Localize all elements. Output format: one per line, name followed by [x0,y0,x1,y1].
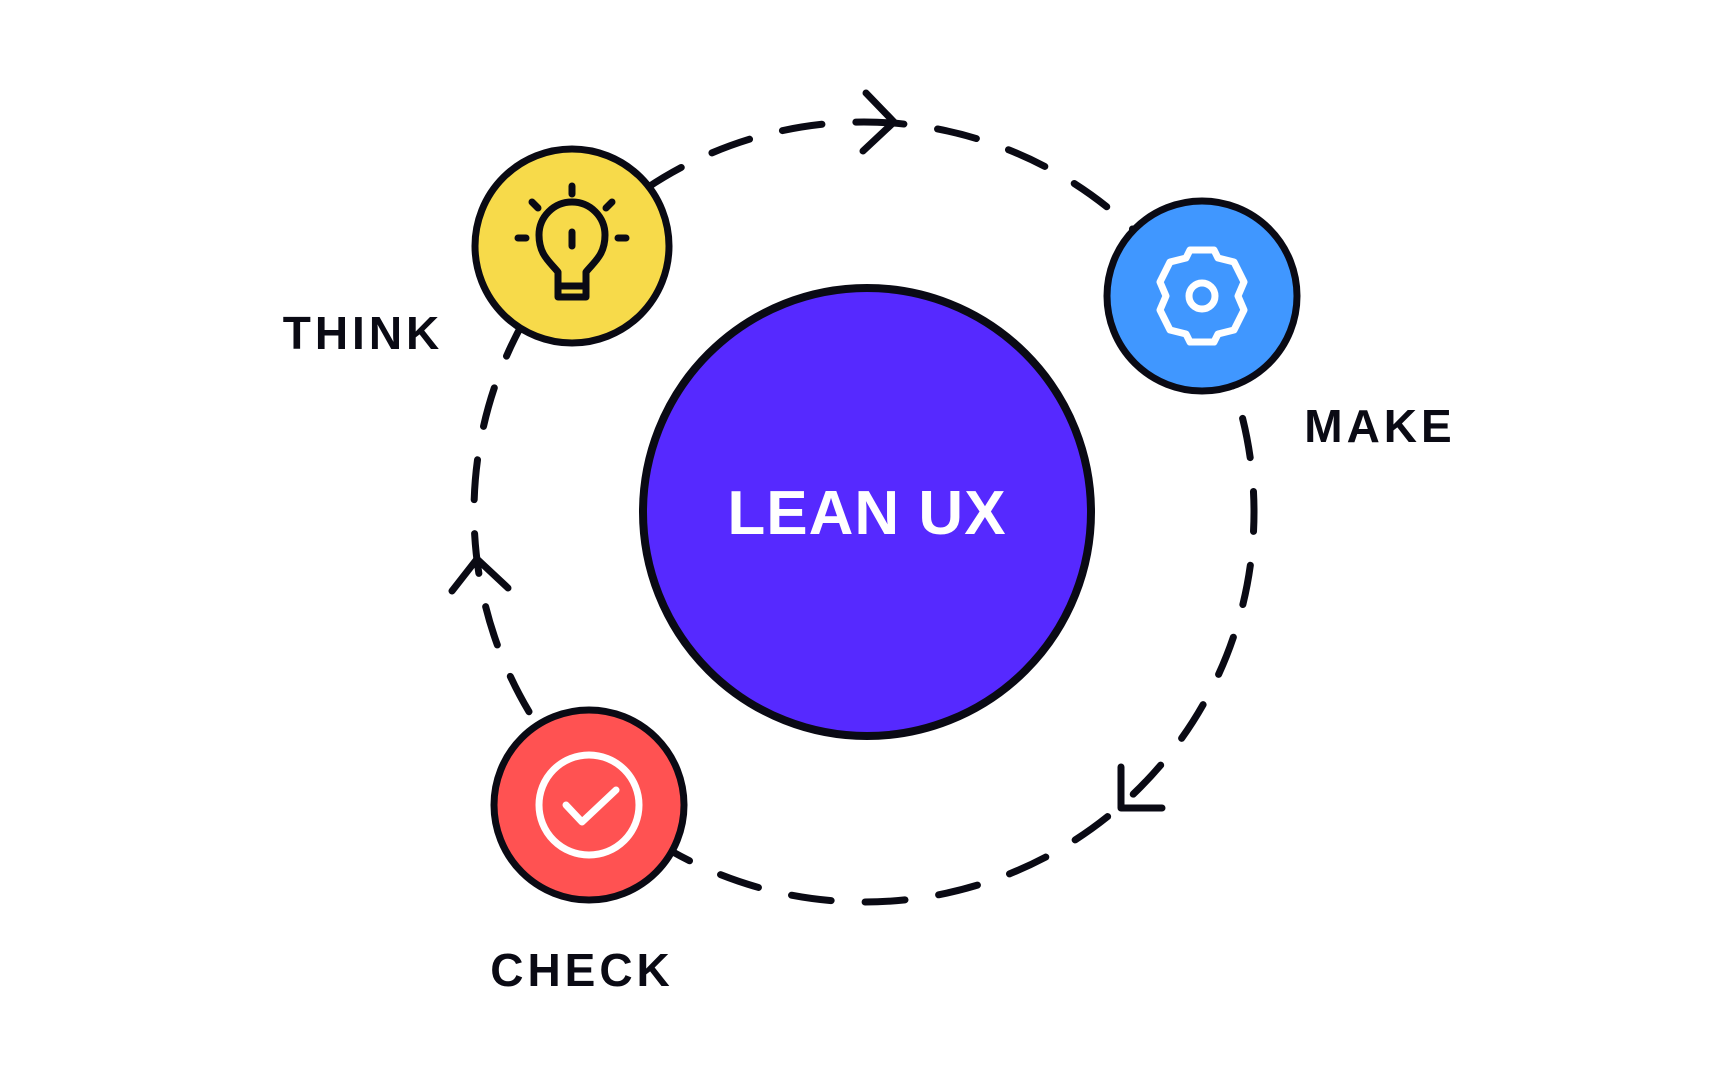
check-circle-icon [535,751,643,859]
cycle-dashed-path [470,118,1258,906]
arrow-left-up-icon [448,555,512,595]
stage-node-think: THINK [283,145,673,359]
stage-node-check: CHECK [490,706,688,996]
gear-icon [1156,246,1248,346]
center-node: LEAN UX [639,284,1095,740]
stage-label-check: CHECK [490,944,674,996]
stage-node-make: MAKE [1103,197,1455,452]
lightbulb-icon [514,182,630,301]
center-title: LEAN UX [727,479,1006,548]
cycle-arrows [448,89,1166,812]
stage-label-think: THINK [283,307,444,359]
arrow-bottom-left-icon [1117,763,1166,812]
stage-label-make: MAKE [1304,400,1455,452]
arrow-top-right-icon [859,89,898,155]
